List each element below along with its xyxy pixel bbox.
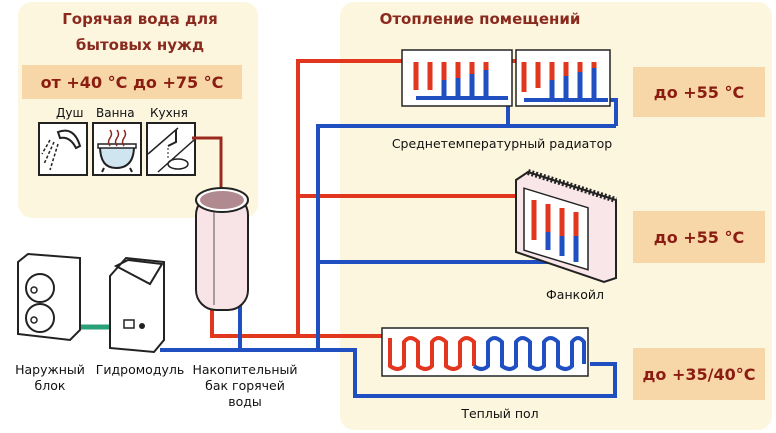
kitchen-sink-icon [146, 122, 196, 176]
radiator-1 [401, 49, 513, 107]
dhw-temperature-badge: от +40 °С до +75 °С [22, 65, 242, 99]
hydromodule-label: Гидромодуль [95, 362, 185, 377]
radiator-label: Среднетемпературный радиатор [391, 136, 613, 151]
fancoil-temperature-badge: до +55 °С [633, 211, 765, 263]
radiator-2 [515, 49, 611, 107]
cold-return-pipes [160, 98, 618, 398]
hot-water-tank [195, 187, 249, 311]
fancoil-label: Фанкойл [546, 287, 604, 302]
outdoor-unit [17, 252, 81, 342]
hydromodule-unit [109, 256, 165, 354]
underfloor-temperature-badge: до +35/40°С [633, 348, 765, 400]
dhw-hot-pipe [192, 136, 223, 190]
outdoor-unit-label: Наружный блок [15, 362, 85, 393]
dhw-title-line1: Горячая вода для [62, 10, 218, 28]
use-label-bath: Ванна [96, 106, 135, 120]
shower-icon [38, 122, 88, 176]
heating-title: Отопление помещений [379, 10, 581, 28]
radiator-temperature-badge: до +55 °С [633, 67, 765, 117]
use-label-shower: Душ [56, 106, 84, 120]
tank-label: Накопительный бак горячей воды [192, 362, 298, 409]
dhw-title-line2: бытовых нужд [75, 36, 205, 54]
fancoil-unit [515, 169, 617, 284]
underfloor-heating [381, 327, 589, 377]
bathtub-icon [92, 122, 142, 176]
dhw-panel [18, 2, 258, 218]
underfloor-label: Теплый пол [461, 406, 539, 421]
use-label-kitchen: Кухня [150, 106, 188, 120]
